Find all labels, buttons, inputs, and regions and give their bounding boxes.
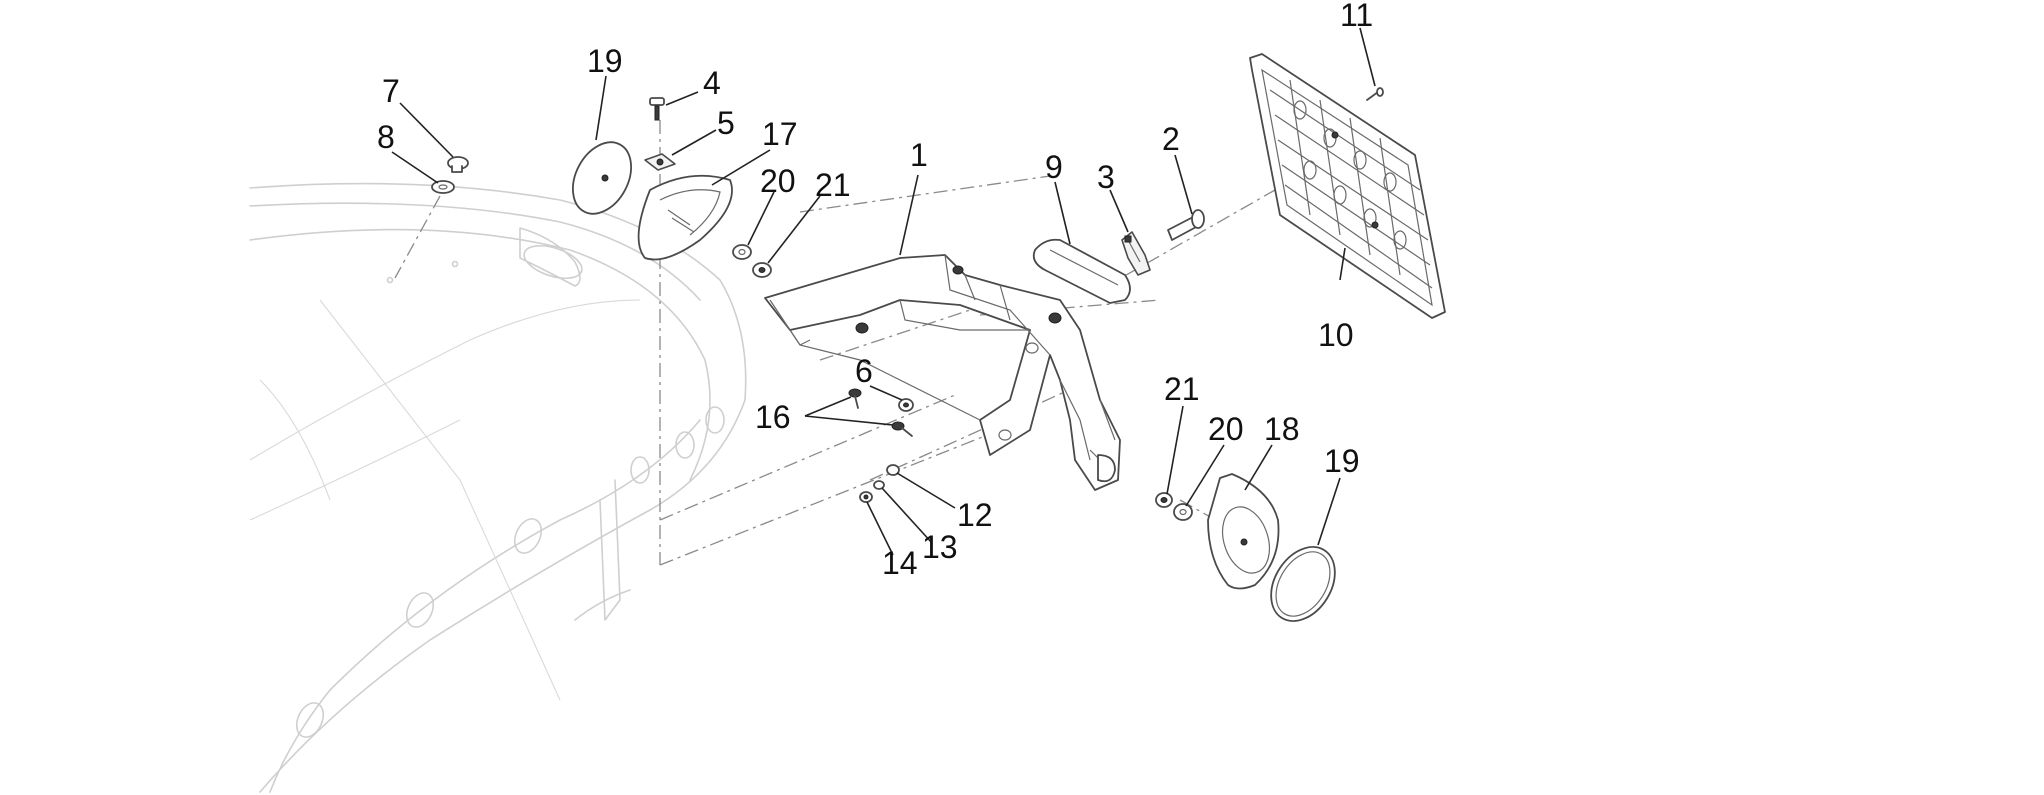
part-bracket-1 — [764, 254, 1121, 491]
callout-18: 18 — [1264, 411, 1300, 447]
callout-19-lower: 19 — [1324, 443, 1360, 479]
callout-labels: 7 8 19 4 5 17 20 21 1 9 3 2 11 10 6 16 1… — [377, 0, 1373, 581]
part-screw-11 — [1366, 87, 1384, 101]
assembly-lines — [394, 120, 1276, 566]
part-screw-16a — [848, 388, 862, 409]
callout-20-upper: 20 — [760, 163, 796, 199]
part-nut-14 — [859, 491, 873, 503]
part-plate-holder-10 — [1249, 53, 1446, 319]
callout-13: 13 — [922, 529, 958, 565]
callout-2: 2 — [1162, 121, 1180, 157]
part-reflector-housing-18 — [1207, 473, 1280, 590]
part-reflector-lens-19-upper — [572, 141, 632, 215]
callout-17: 17 — [762, 116, 798, 152]
part-nut-21-lower — [1155, 492, 1173, 508]
part-screw-16b — [891, 421, 913, 437]
callout-16: 16 — [755, 399, 791, 435]
part-rubber-pad-9 — [1032, 238, 1131, 304]
callout-9: 9 — [1045, 149, 1063, 185]
callout-5: 5 — [717, 105, 735, 141]
part-nut-6 — [898, 398, 914, 412]
callout-3: 3 — [1097, 159, 1115, 195]
leader-lines — [391, 27, 1376, 556]
part-washer-12 — [886, 464, 900, 476]
callout-6: 6 — [855, 353, 873, 389]
part-bolt-2 — [1167, 209, 1205, 241]
callout-8: 8 — [377, 119, 395, 155]
part-washer-20-lower — [1173, 503, 1193, 521]
callout-21-lower: 21 — [1164, 371, 1200, 407]
callout-1: 1 — [910, 137, 928, 173]
callout-11: 11 — [1340, 0, 1373, 33]
callout-20-lower: 20 — [1208, 411, 1244, 447]
callout-4: 4 — [703, 65, 721, 101]
part-clip-3 — [1121, 231, 1151, 276]
part-clip-nut-5 — [644, 153, 676, 171]
callout-21-upper: 21 — [815, 167, 851, 203]
part-washer-8 — [431, 180, 455, 194]
part-bolt-7 — [447, 156, 469, 173]
callout-10: 10 — [1318, 317, 1354, 353]
part-washer-20-upper — [732, 244, 752, 260]
callout-19-upper: 19 — [587, 43, 623, 79]
part-nut-21-upper — [752, 262, 772, 278]
part-reflector-housing-17 — [637, 174, 733, 261]
callout-14: 14 — [882, 545, 918, 581]
part-reflector-lens-19-lower — [1270, 546, 1336, 622]
part-lockwasher-13 — [873, 480, 885, 490]
callout-7: 7 — [382, 73, 400, 109]
callout-12: 12 — [957, 497, 993, 533]
vehicle-rear-body-outline — [249, 182, 747, 793]
part-screw-4 — [649, 97, 665, 121]
